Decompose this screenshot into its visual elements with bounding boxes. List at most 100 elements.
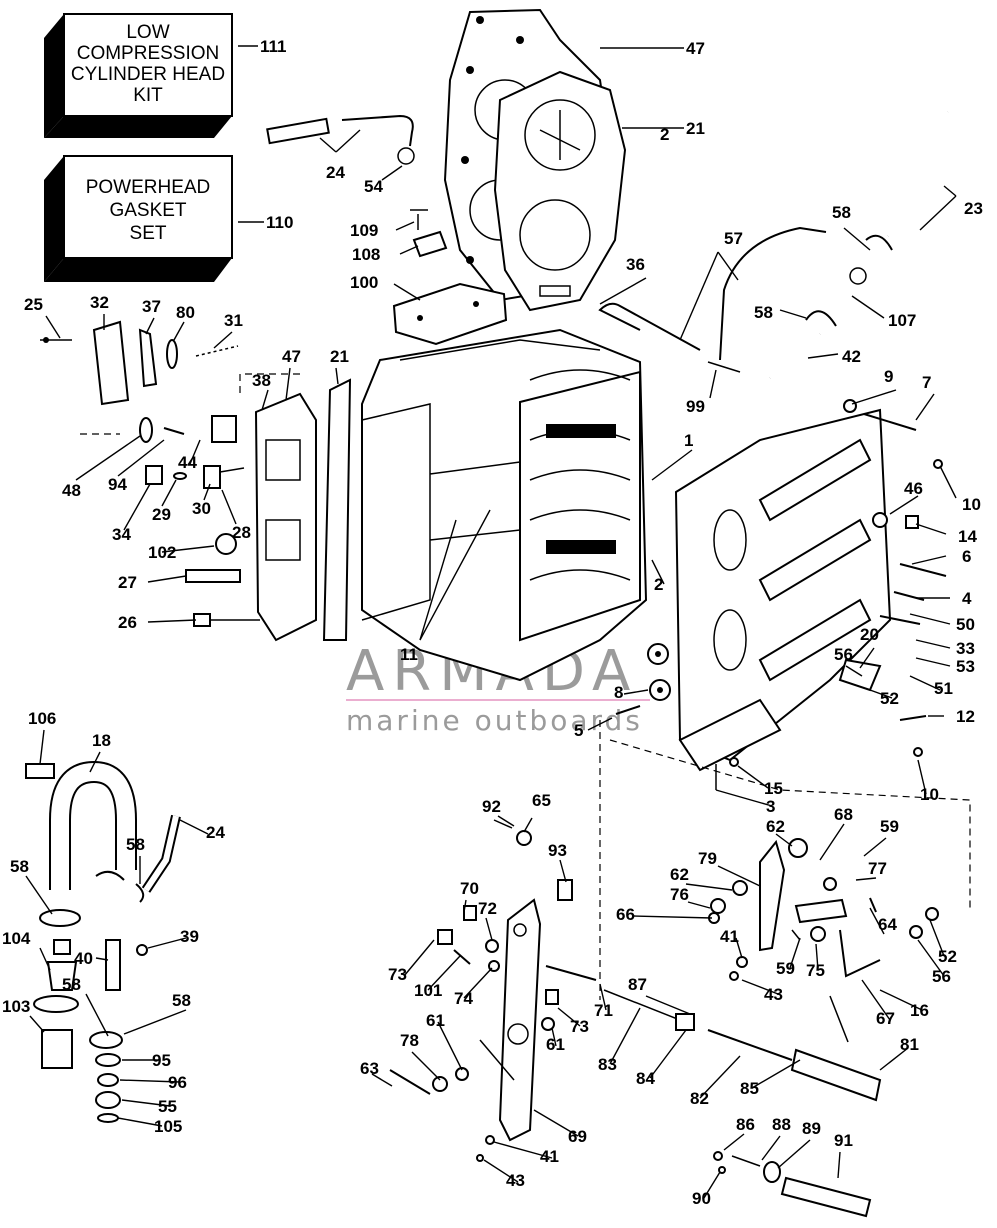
powerhead-gasket-set-box: POWERHEAD GASKET SET 110 — [44, 155, 293, 282]
callout-52: 52 — [880, 689, 899, 708]
callout-7: 7 — [922, 373, 931, 392]
callout-52: 52 — [938, 947, 957, 966]
callout-84: 84 — [636, 1069, 655, 1088]
crankcase-half-1 — [674, 408, 892, 772]
leader-line — [403, 939, 435, 977]
hoses-18-24-lower — [25, 760, 181, 927]
leader-line — [703, 1171, 721, 1199]
callout-23: 23 — [964, 199, 983, 218]
callout-70: 70 — [460, 879, 479, 898]
leader-line — [915, 657, 951, 667]
leader-line — [599, 983, 607, 1011]
callout-39: 39 — [180, 927, 199, 946]
leader-line — [815, 943, 819, 971]
leader-line — [25, 875, 53, 915]
leader-line — [715, 789, 773, 807]
leader-line — [761, 1135, 781, 1161]
callout-78: 78 — [400, 1031, 419, 1050]
exhaust-cover-47 — [254, 392, 317, 642]
callout-59: 59 — [880, 817, 899, 836]
kit-ref-number: 111 — [260, 37, 287, 56]
callout-99: 99 — [686, 397, 705, 416]
callout-75: 75 — [806, 961, 825, 980]
throttle-linkage — [389, 819, 882, 1162]
callout-42: 42 — [842, 347, 861, 366]
leader-line — [147, 575, 187, 583]
callout-12: 12 — [956, 707, 975, 726]
leader-line — [203, 483, 211, 501]
callout-68: 68 — [834, 805, 853, 824]
leader-line — [879, 989, 923, 1011]
leader-line — [147, 619, 197, 623]
leader-line — [699, 1055, 741, 1099]
callout-20: 20 — [860, 625, 879, 644]
leader-line — [395, 221, 415, 231]
callout-10: 10 — [962, 495, 981, 514]
callout-31: 31 — [224, 311, 243, 330]
kit-line: CYLINDER HEAD — [71, 64, 225, 85]
leader-line — [587, 717, 613, 731]
callout-21: 21 — [330, 347, 349, 366]
leader-line — [557, 1007, 581, 1027]
callout-3: 3 — [766, 797, 775, 816]
leader-line — [779, 309, 807, 319]
callout-33: 33 — [956, 639, 975, 658]
leader-line — [285, 367, 291, 401]
leader-line — [869, 689, 893, 699]
leader-line — [789, 937, 801, 969]
cylinder-block — [361, 328, 648, 682]
callout-67: 67 — [876, 1009, 895, 1028]
leader-line — [95, 957, 109, 961]
leader-line — [709, 369, 717, 399]
callout-73: 73 — [388, 965, 407, 984]
callout-36: 36 — [626, 255, 645, 274]
callout-88: 88 — [772, 1115, 791, 1134]
callout-107: 107 — [888, 311, 916, 330]
callout-105: 105 — [154, 1117, 182, 1136]
leader-line — [851, 295, 885, 319]
leader-line — [879, 1047, 909, 1071]
leader-line — [221, 489, 237, 525]
leader-line — [335, 129, 361, 153]
callout-41: 41 — [540, 1147, 559, 1166]
throttle-grip-91 — [713, 1151, 872, 1218]
callout-43: 43 — [764, 985, 783, 1004]
thermostat-cluster — [40, 320, 260, 627]
leader-line — [687, 901, 711, 909]
leader-line — [917, 759, 927, 795]
callout-58: 58 — [62, 975, 81, 994]
kit-line: KIT — [133, 85, 163, 106]
callout-8: 8 — [614, 683, 623, 702]
leader-line — [161, 479, 177, 507]
callout-92: 92 — [482, 797, 501, 816]
leader-line — [533, 1109, 579, 1137]
callout-65: 65 — [532, 791, 551, 810]
callout-59: 59 — [776, 959, 795, 978]
callout-4: 4 — [962, 589, 972, 608]
callout-9: 9 — [884, 367, 893, 386]
leader-line — [943, 185, 957, 197]
callout-56: 56 — [834, 645, 853, 664]
callout-64: 64 — [878, 915, 897, 934]
leader-line — [399, 245, 419, 255]
leader-line — [117, 439, 165, 477]
leader-line — [189, 439, 201, 465]
callout-15: 15 — [764, 779, 783, 798]
leader-line — [179, 819, 209, 835]
callout-32: 32 — [90, 293, 109, 312]
leader-line — [161, 545, 215, 553]
leader-line — [483, 1159, 519, 1183]
callout-21: 21 — [686, 119, 705, 138]
leader-line — [599, 277, 647, 305]
leader-line — [319, 137, 337, 153]
callout-41: 41 — [720, 927, 739, 946]
leader-line — [75, 435, 141, 481]
callout-58: 58 — [754, 303, 773, 322]
leader-line — [493, 1141, 553, 1159]
callout-100: 100 — [350, 273, 378, 292]
callout-25: 25 — [24, 295, 43, 314]
callout-109: 109 — [350, 221, 378, 240]
leader-line — [741, 979, 779, 995]
leader-line — [909, 613, 951, 625]
